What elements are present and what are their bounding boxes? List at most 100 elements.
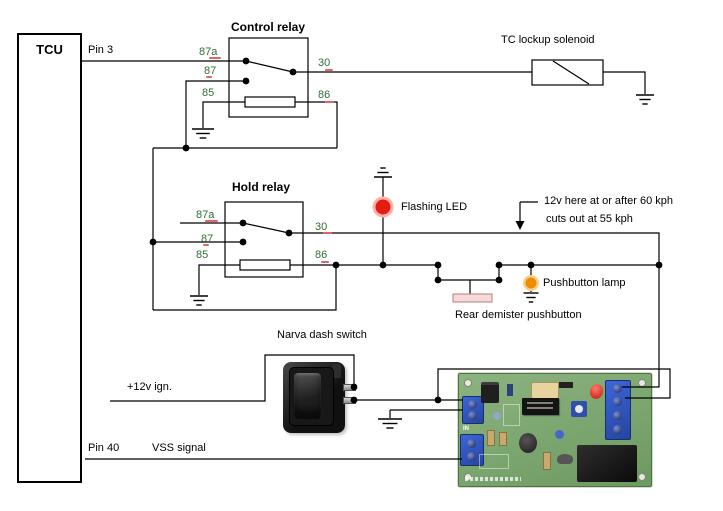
control-pin-87: 87 [204,65,217,77]
pcb-terminal-left-top [462,396,484,424]
junction-dot [239,238,247,246]
tcu-box: TCU [17,33,82,483]
junction-dot [285,229,293,237]
pushbutton-lamp-icon [525,277,537,289]
wire-net-control [82,60,646,311]
control-pin-30: 30 [318,57,331,69]
terminal-screw [467,439,476,448]
rocker-switch-photo [283,362,345,433]
pcb-silkscreen-text [465,477,521,481]
junction-dot [655,261,663,269]
pcb-ic-chip [522,398,559,415]
pin40-label: Pin 40 [88,442,120,454]
pcb-component [557,454,573,464]
junction-dot [239,219,247,227]
ground-symbol [378,418,402,429]
ground-symbol [636,94,654,105]
junction-dot [434,261,442,269]
terminal-screw [613,411,622,420]
control-relay-coil [244,96,296,108]
control-pin-87a: 87a [199,46,218,58]
pcb-trimpot [571,401,587,417]
pin3-label: Pin 3 [88,44,114,56]
pcb-in-label: IN [463,426,469,432]
pcb-silkscreen [503,404,520,426]
junction-dot [379,261,387,269]
pcb-silkscreen [479,454,509,469]
pcb-relay [577,445,637,482]
hold-pin-86: 86 [315,249,328,261]
spellcheck-mark [205,220,218,222]
pcb-component [493,412,501,420]
spellcheck-mark [325,101,334,103]
vss-signal-label: VSS signal [152,442,206,454]
wire-net [82,60,671,460]
pcb-component [555,430,564,439]
hold-relay-box [224,201,304,278]
rear-demister-label: Rear demister pushbutton [455,309,582,321]
junction-dot [242,57,250,65]
control-pin-86: 86 [318,89,331,101]
speed-switch-pcb-photo: IN [458,373,652,487]
pcb-mount-hole [638,473,646,481]
hold-pin-87a: 87a [196,209,215,221]
speed-note-line2: cuts out at 55 kph [546,213,633,225]
hold-pin-87: 87 [201,233,214,245]
spellcheck-mark [209,57,221,59]
control-pin-85: 85 [202,87,215,99]
junction-dot [332,261,340,269]
junction-dot [495,261,503,269]
terminal-screw [468,400,477,409]
junction-dot [434,396,442,404]
terminal-screw [467,452,476,461]
pcb-capacitor-electrolytic [519,433,537,453]
ground-symbol [192,128,214,139]
junction-dot [182,144,190,152]
speed-note-line1: 12v here at or after 60 kph [544,195,674,207]
terminal-screw [613,384,622,393]
pcb-component [487,430,495,446]
terminal-screw [468,411,477,420]
switch-flange [332,364,341,378]
pcb-component [559,382,573,388]
pcb-component [499,432,507,446]
hold-pin-85: 85 [196,249,209,261]
ground-symbol [190,295,208,306]
tc-solenoid-diagonal [552,60,590,85]
tc-solenoid-box [531,59,604,86]
pcb-terminal-left-bottom [460,434,484,466]
pcb-transistor [481,382,499,403]
wire-net-hold [153,177,660,388]
ground-symbol [523,292,539,303]
spellcheck-mark [203,244,209,246]
junction-dot [242,77,250,85]
flashing-led-icon [375,199,391,215]
hold-relay-title: Hold relay [232,180,291,194]
junction-dot [495,276,503,284]
tcu-label: TCU [36,42,63,57]
terminal-screw [613,425,622,434]
pcb-component [507,384,513,396]
narva-switch-label: Narva dash switch [277,329,367,341]
speed-note-arrowhead [515,221,525,230]
hold-relay-coil [239,259,291,271]
ign-12v-label: +12v ign. [127,381,172,393]
junction-dot [350,396,358,404]
ground-symbol [374,167,392,178]
wire-net-bottom [85,354,671,460]
pushbutton-lamp-label: Pushbutton lamp [543,277,626,289]
junction-dot [434,276,442,284]
flashing-led-label: Flashing LED [401,201,468,213]
junction-dot [350,383,358,391]
solenoid-label: TC lockup solenoid [501,34,595,46]
terminal-screw [613,397,622,406]
switch-rocker [294,373,321,419]
pcb-mount-hole [464,379,472,387]
control-relay-box [228,37,309,118]
junction-dot [289,68,297,76]
pcb-terminal-right [605,380,631,440]
hold-pin-30: 30 [315,221,328,233]
spellcheck-mark [323,232,332,234]
